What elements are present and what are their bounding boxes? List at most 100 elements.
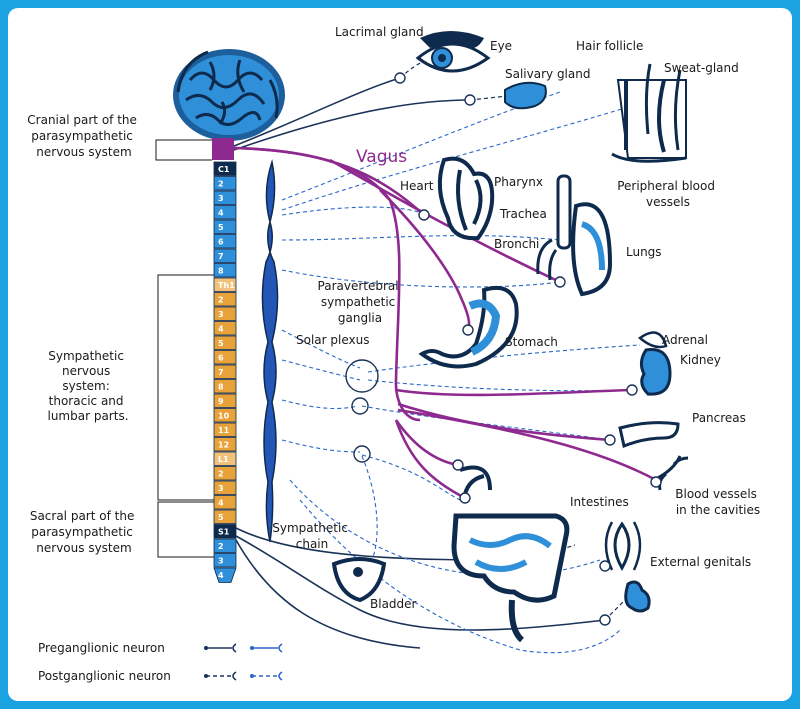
spinal-segment-cervical [213,263,237,278]
spinal-segment-label: 11 [218,426,230,435]
bladder [331,557,387,603]
label-cranial-part-line-1: Cranial part of the [27,113,137,127]
spinal-segment-cervical [213,219,237,234]
pharynx-trachea-lungs [536,174,613,297]
label-stomach: Stomach [505,335,558,349]
label-external-genitals: External genitals [650,555,751,569]
stomach [418,285,519,369]
skin-hair-sweat-gland [611,63,687,163]
label-paravertebral-line-1: Paravertebral [318,279,399,293]
heart [437,156,495,241]
label-sweat-gland: Sweat-gland [664,61,739,75]
spinal-segment-thoracic [213,422,237,437]
spinal-segment-thoracic [213,321,237,336]
label-intestines: Intestines [570,495,629,509]
spinal-segment-label: 8 [218,383,224,392]
spinal-segment-label: 6 [218,238,224,247]
label-sacral-line-1: Sacral part of the [30,509,135,523]
spinal-segment-sacral [213,538,237,553]
brain-illustration [173,49,285,160]
label-sacral-part: Sacral part of the parasympathetic nervo… [30,509,138,555]
spinal-segment-thoracic [213,277,237,292]
label-sympathetic-line-1: Sympathetic [48,349,124,363]
region-brackets [155,139,214,558]
label-cranial-part-line-2: parasympathetic [31,129,133,143]
spinal-segment-thoracic [213,379,237,394]
spinal-segment-label: 9 [218,397,224,406]
spinal-segment-thoracic [213,408,237,423]
lacrimal-gland-and-eye [415,31,491,73]
spinal-segment-lumbar [213,451,237,466]
spinal-segment-thoracic [213,350,237,365]
label-sacral-line-3: nervous system [36,541,131,555]
spinal-segment-label: 3 [218,484,224,493]
spinal-segment-label: 2 [218,296,224,305]
label-peripheral-blood-vessels: Peripheral blood vessels [617,179,719,209]
spinal-segment-label: S1 [218,528,230,537]
spinal-segment-label: 5 [218,339,224,348]
label-chain-line-2: chain [296,537,329,551]
spinal-segment-lumbar [213,509,237,524]
spinal-segment-label: L1 [218,455,229,464]
label-paravertebral-ganglia: Paravertebral sympathetic ganglia [318,279,403,325]
label-sympathetic-system: Sympathetic nervous system: thoracic and… [47,349,128,423]
label-blood-vessels-line-1: Blood vessels [675,487,757,501]
spinal-segment-label: 2 [218,470,224,479]
label-adrenal: Adrenal [662,333,708,347]
label-trachea: Trachea [499,207,547,221]
adrenal-kidney [637,331,672,396]
spinal-segment-label: 2 [218,542,224,551]
label-eye: Eye [490,39,512,53]
spinal-segment-cervical [213,161,237,176]
spinal-segment-label: 5 [218,513,224,522]
legend-preganglionic-label: Preganglionic neuron [38,641,165,655]
spinal-segment-label: 6 [218,354,224,363]
label-blood-vessels-line-2: in the cavities [676,503,760,517]
spinal-segment-cervical [213,234,237,249]
label-solar-plexus: Solar plexus [296,333,369,347]
spinal-segment-sacral [213,553,237,568]
spinal-segment-label: 4 [218,499,224,508]
spinal-segment-label: 4 [218,325,224,334]
spinal-segment-sacral [213,567,237,583]
intestines [451,465,570,643]
spinal-segment-label: 3 [218,194,224,203]
label-chain-line-1: Sympathetic [272,521,348,535]
label-vagus: Vagus [356,147,407,167]
salivary-gland [504,81,547,110]
label-paravertebral-line-2: sympathetic [321,295,395,309]
spinal-segment-thoracic [213,335,237,350]
spinal-segment-label: 5 [218,223,224,232]
legend-postganglionic-label: Postganglionic neuron [38,669,171,683]
spinal-segment-lumbar [213,466,237,481]
external-genitals [604,521,651,613]
spinal-segment-thoracic [213,292,237,307]
label-pancreas: Pancreas [692,411,746,425]
label-sympathetic-line-2: nervous [62,364,110,378]
spinal-segment-label: 12 [218,441,229,450]
spinal-segment-label: 7 [218,252,224,261]
label-salivary-gland: Salivary gland [505,67,590,81]
spinal-segment-label: 10 [218,412,230,421]
label-bronchi: Bronchi [494,237,539,251]
ganglion-markers [345,72,662,626]
spinal-segment-thoracic [213,437,237,452]
parasympathetic-nerves [233,77,606,649]
legend: Preganglionic neuron Postganglionic neur… [38,641,283,683]
pancreas [618,421,680,449]
spinal-segment-cervical [213,190,237,205]
label-sacral-line-2: parasympathetic [31,525,133,539]
label-sympathetic-line-5: lumbar parts. [47,409,128,423]
label-paravertebral-line-3: ganglia [338,311,382,325]
spinal-segment-label: 8 [218,267,224,276]
label-peripheral-line-1: Peripheral blood [617,179,715,193]
spinal-segment-sacral [213,524,237,539]
label-sympathetic-line-4: thoracic and [49,394,124,408]
label-kidney: Kidney [680,353,721,367]
labels: Lacrimal gland Eye Hair follicle Sweat-g… [27,25,760,611]
label-sympathetic-chain: Sympathetic chain [272,521,352,551]
label-cranial-part-line-3: nervous system [36,145,131,159]
